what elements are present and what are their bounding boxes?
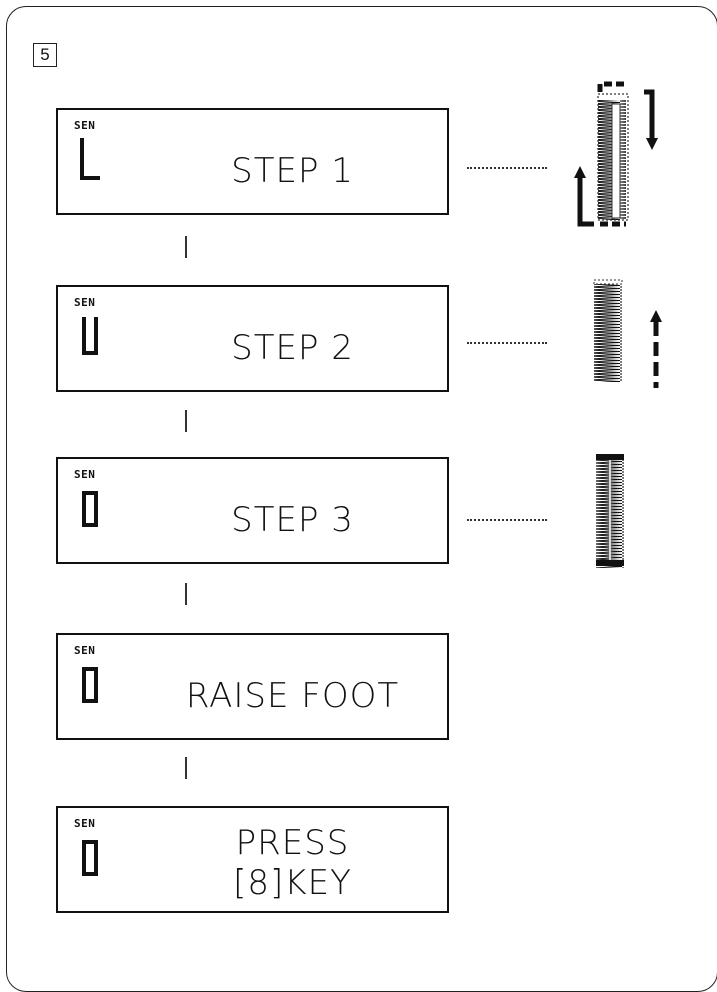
lcd-message-line1: PRESS: [235, 823, 350, 863]
lcd-panel-step1: SEN STEP 1: [56, 108, 449, 215]
buttonhole-step2-icon: [593, 279, 662, 388]
connector-line: [185, 410, 187, 432]
lcd-message: STEP 1: [231, 151, 354, 191]
connector-line: [185, 757, 187, 779]
lcd-sen-indicator: SEN: [74, 817, 96, 830]
lcd-panel-step2: SEN STEP 2: [56, 285, 449, 392]
lcd-message: STEP 3: [231, 500, 354, 540]
buttonhole-step3-icon: [596, 454, 624, 568]
lcd-message: RAISE FOOT: [185, 676, 400, 716]
lcd-mode-glyph-box: [82, 667, 98, 703]
connector-line: [185, 583, 187, 605]
dotted-leader: [467, 167, 547, 169]
lcd-mode-glyph-u: [82, 317, 98, 355]
buttonhole-step1-icon: [574, 81, 658, 227]
dotted-leader: [467, 519, 547, 521]
lcd-sen-indicator: SEN: [74, 296, 96, 309]
lcd-sen-indicator: SEN: [74, 468, 96, 481]
lcd-panel-step3: SEN STEP 3: [56, 457, 449, 564]
lcd-panel-raise-foot: SEN RAISE FOOT: [56, 633, 449, 740]
lcd-panel-press-key: SEN PRESS [8]KEY: [56, 806, 449, 913]
dotted-leader: [467, 342, 547, 344]
lcd-mode-glyph-l: [80, 138, 100, 180]
step-number-box: 5: [33, 43, 57, 67]
lcd-message: STEP 2: [231, 328, 354, 368]
lcd-mode-glyph-box: [82, 491, 98, 527]
lcd-sen-indicator: SEN: [74, 644, 96, 657]
lcd-sen-indicator: SEN: [74, 119, 96, 132]
connector-line: [185, 236, 187, 258]
lcd-message-line2: [8]KEY: [233, 863, 352, 903]
lcd-mode-glyph-box: [82, 840, 98, 876]
